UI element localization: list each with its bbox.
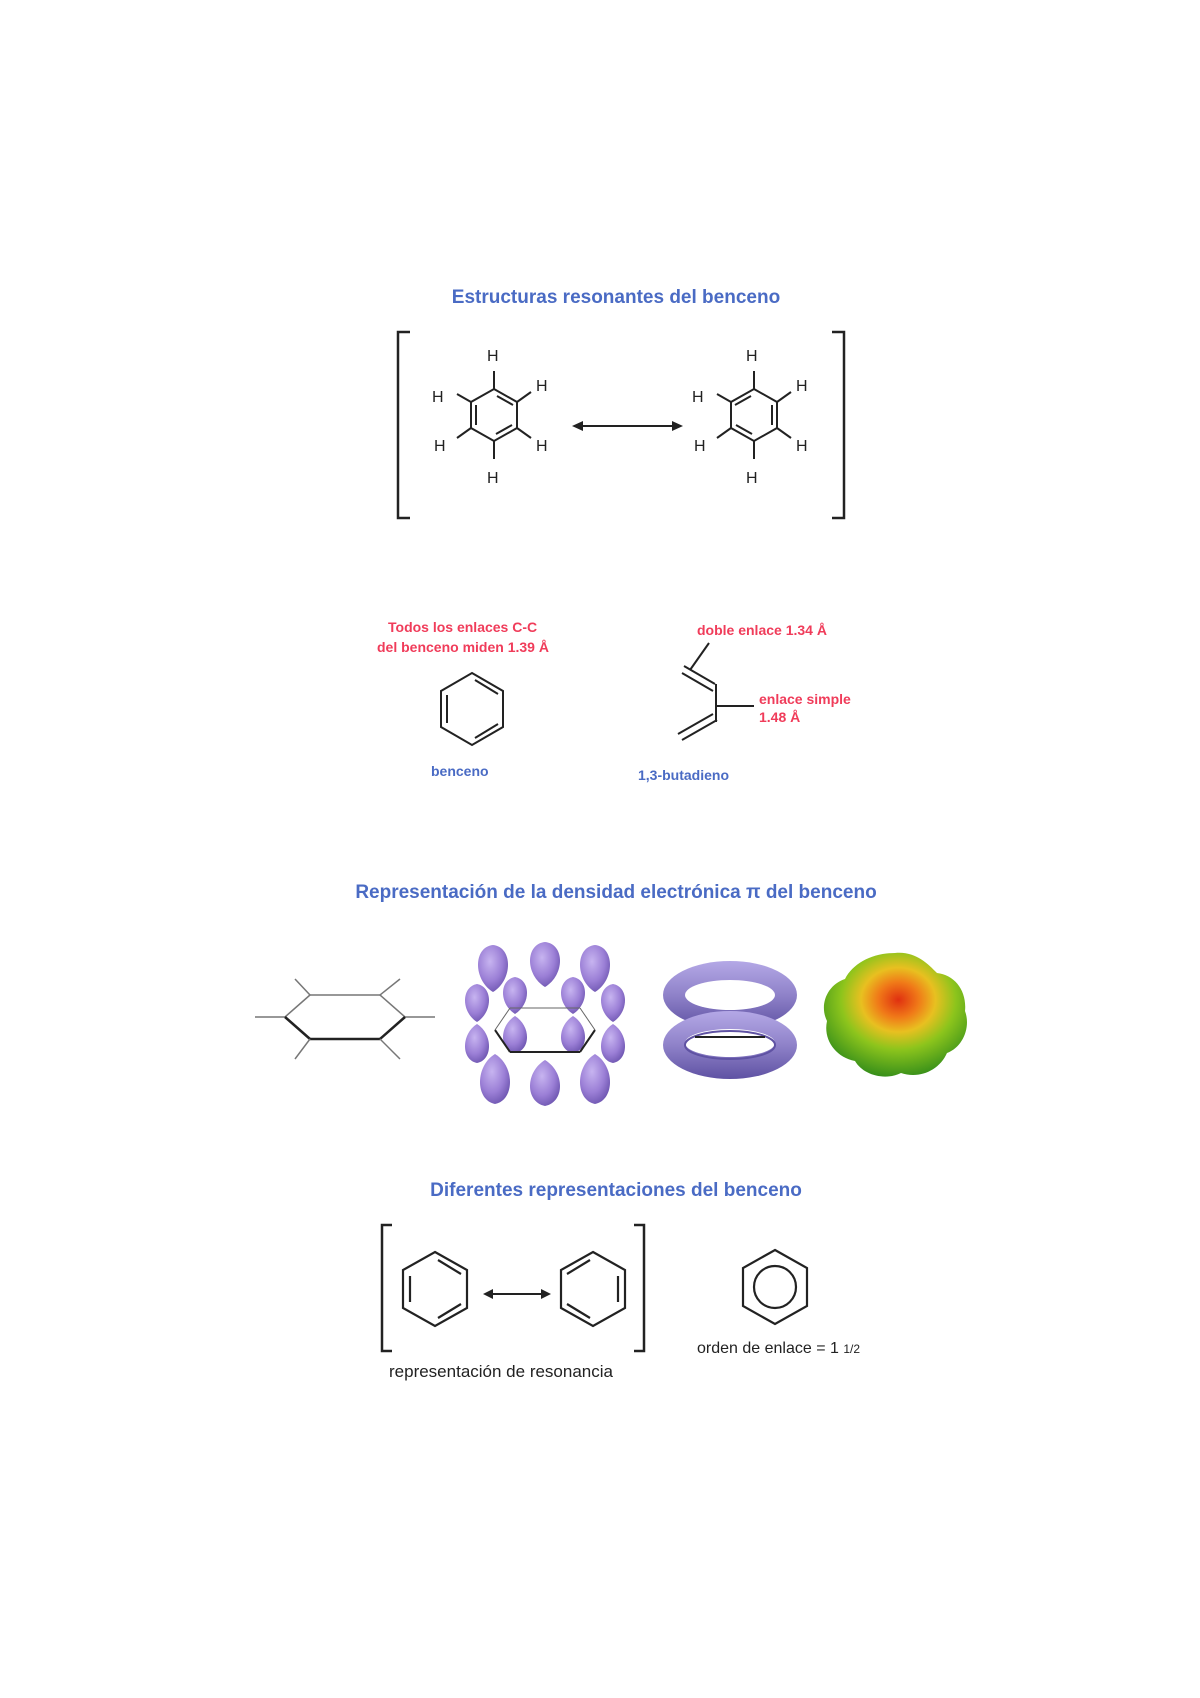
left-bracket	[396, 330, 410, 520]
atom-h: H	[746, 348, 758, 365]
repr-right-bracket	[634, 1223, 646, 1353]
atom-h: H	[796, 378, 808, 395]
single-bond-note-line2: 1.48 Å	[759, 709, 801, 725]
p-orbitals-diagram	[465, 942, 625, 1106]
kekule-structure-right	[716, 371, 792, 459]
atom-h: H	[536, 378, 548, 395]
atom-h: H	[487, 470, 499, 487]
atom-h: H	[692, 389, 704, 406]
atom-h: H	[746, 470, 758, 487]
resonance-title: Estructuras resonantes del benceno	[451, 287, 781, 308]
resonance-arrow	[572, 421, 683, 431]
repr-left-bracket	[380, 1223, 392, 1353]
butadiene-label: 1,3-butadieno	[638, 767, 730, 783]
repr-resonance-arrow	[483, 1289, 551, 1299]
atom-h: H	[434, 438, 446, 455]
butadiene-structure	[677, 642, 754, 741]
benzene-skeleton	[255, 978, 435, 1060]
pi-cloud-torus	[663, 961, 797, 1079]
repr-kekule-right	[559, 1250, 627, 1328]
atom-h: H	[487, 348, 499, 365]
representations-title: Diferentes representaciones del benceno	[430, 1180, 802, 1201]
right-bracket	[832, 330, 846, 520]
bond-order-label: orden de enlace = 1 1/2	[697, 1340, 860, 1358]
kekule-structure-left	[456, 371, 532, 459]
resonance-representation-label: representación de resonancia	[389, 1362, 613, 1381]
electrostatic-potential-map	[823, 952, 967, 1077]
benzene-label: benceno	[431, 763, 489, 779]
atom-h: H	[796, 438, 808, 455]
benzene-kekule	[440, 671, 504, 747]
bond-order-fraction: 1/2	[843, 1342, 861, 1356]
bond-order-text: orden de enlace = 1	[697, 1340, 839, 1357]
atom-h: H	[694, 438, 706, 455]
single-bond-note-line1: enlace simple	[759, 691, 851, 707]
double-bond-note: doble enlace 1.34 Å	[697, 622, 827, 638]
benzene-bond-note-line1: Todos los enlaces C-C	[388, 619, 538, 635]
repr-kekule-left	[401, 1250, 469, 1328]
benzene-circle-structure	[741, 1248, 809, 1326]
atom-h: H	[432, 389, 444, 406]
density-title: Representación de la densidad electrónic…	[355, 882, 877, 903]
benzene-bond-note-line2: del benceno miden 1.39 Å	[377, 639, 549, 655]
atom-h: H	[536, 438, 548, 455]
